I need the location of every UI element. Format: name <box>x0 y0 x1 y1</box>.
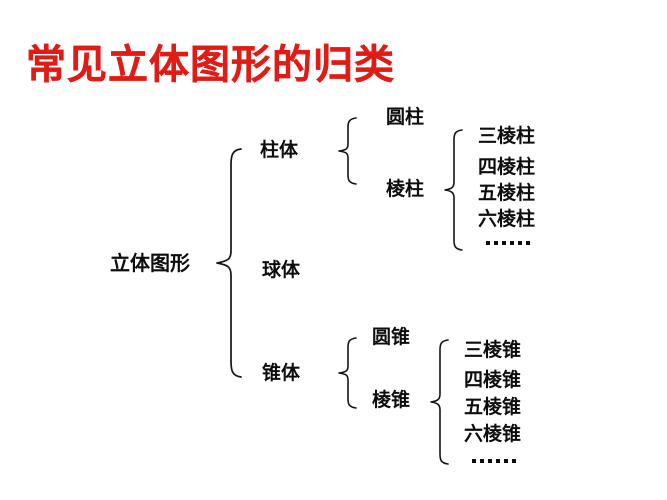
leaf-prism-3: 三棱柱 <box>478 125 536 147</box>
page-title: 常见立体图形的归类 <box>26 42 395 88</box>
brace-prism <box>442 128 466 252</box>
tree-node-cylinder-group: 柱体 <box>260 139 299 161</box>
leaf-prism-ellipsis <box>486 241 530 245</box>
leaf-prism-6: 六棱柱 <box>478 208 536 230</box>
brace-root <box>214 147 244 379</box>
tree-node-circular-cone: 圆锥 <box>372 326 411 348</box>
brace-cone-group <box>336 336 360 410</box>
leaf-pyramid-3: 三棱锥 <box>464 339 522 361</box>
leaf-pyramid-ellipsis <box>472 459 516 463</box>
tree-node-circular-cylinder: 圆柱 <box>386 106 425 128</box>
leaf-pyramid-6: 六棱锥 <box>464 423 522 445</box>
tree-node-root: 立体图形 <box>110 251 190 275</box>
tree-node-pyramid: 棱锥 <box>372 389 411 411</box>
tree-node-sphere: 球体 <box>262 259 301 281</box>
leaf-prism-4: 四棱柱 <box>478 156 536 178</box>
leaf-pyramid-4: 四棱锥 <box>464 369 522 391</box>
tree-node-prism: 棱柱 <box>386 178 425 200</box>
leaf-pyramid-5: 五棱锥 <box>464 396 522 418</box>
brace-pyramid <box>428 338 452 466</box>
brace-cylinder-group <box>336 116 360 186</box>
leaf-prism-5: 五棱柱 <box>478 182 536 204</box>
tree-node-cone-group: 锥体 <box>262 362 301 384</box>
